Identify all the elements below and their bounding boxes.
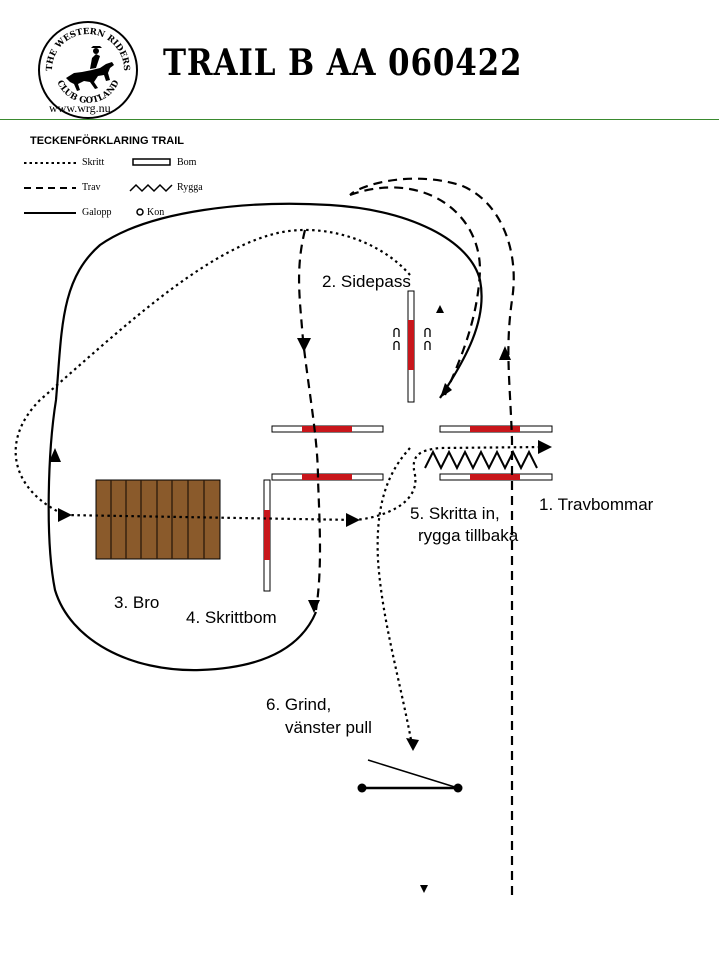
arrow-right-bridge-exit <box>346 513 360 527</box>
label-gate-line1: 6. Grind, <box>266 695 332 714</box>
arrow-down-column <box>297 338 311 352</box>
trot-path-column <box>297 229 322 611</box>
horse-rider-icon <box>66 46 114 91</box>
legend-title: TECKENFÖRKLARING TRAIL <box>30 135 184 147</box>
label-trot-poles: 1. Travbommar <box>539 495 654 514</box>
legend-label-walk: Skritt <box>82 157 105 168</box>
legend-label-pole: Bom <box>177 157 197 168</box>
arrow-up-lope-left <box>49 448 61 462</box>
gate-obstacle <box>357 759 463 793</box>
legend-label-cone: Kon <box>147 207 165 218</box>
cone-marker-sidepass <box>436 305 444 313</box>
cone-marker-bottom <box>420 885 428 893</box>
page-title: TRAIL B AA 060422 <box>163 42 523 84</box>
back-up-l-poles <box>271 425 384 481</box>
label-walk-in-line2: rygga tillbaka <box>418 526 519 545</box>
trot-path-to-sidepass <box>349 186 482 396</box>
legend-pole-icon <box>132 158 171 166</box>
direction-arrows <box>49 338 552 751</box>
walk-path-gate <box>376 447 414 746</box>
legend-back-up-icon <box>129 183 173 193</box>
label-gate-line2: vänster pull <box>285 718 372 737</box>
walk-over-pole <box>263 479 271 592</box>
legend-label-back-up: Rygga <box>177 182 203 193</box>
website-url[interactable]: www.wrg.nu <box>49 101 111 115</box>
back-up-zigzag-path <box>424 449 538 471</box>
legend-label-trot: Trav <box>82 182 101 193</box>
arrow-up-trot-start <box>499 346 511 360</box>
legend-cone-icon <box>136 208 144 216</box>
bridge-obstacle <box>95 479 221 560</box>
legend-label-lope: Galopp <box>82 207 112 218</box>
club-logo: THE WESTERN RIDERS CLUB GOTLAND <box>36 18 140 120</box>
label-walk-in-line1: 5. Skritta in, <box>410 504 500 523</box>
arrow-down-sidepass-approach <box>440 383 452 398</box>
label-sidepass: 2. Sidepass <box>322 272 411 291</box>
arrow-right-bridge-entry <box>58 508 72 522</box>
arrow-right-trot-poles <box>538 440 552 454</box>
arrow-down-gate <box>406 738 419 751</box>
label-bridge: 3. Bro <box>114 593 160 612</box>
walk-path-bridge <box>14 228 546 522</box>
arrow-down-walk-pole <box>308 600 320 613</box>
sidepass-hoofprints-icon <box>393 327 431 350</box>
lope-path <box>47 202 483 672</box>
label-walk-pole: 4. Skrittbom <box>186 608 277 627</box>
header-divider <box>0 119 719 120</box>
sidepass-pole <box>407 290 415 403</box>
trot-poles-obstacle <box>439 425 553 481</box>
